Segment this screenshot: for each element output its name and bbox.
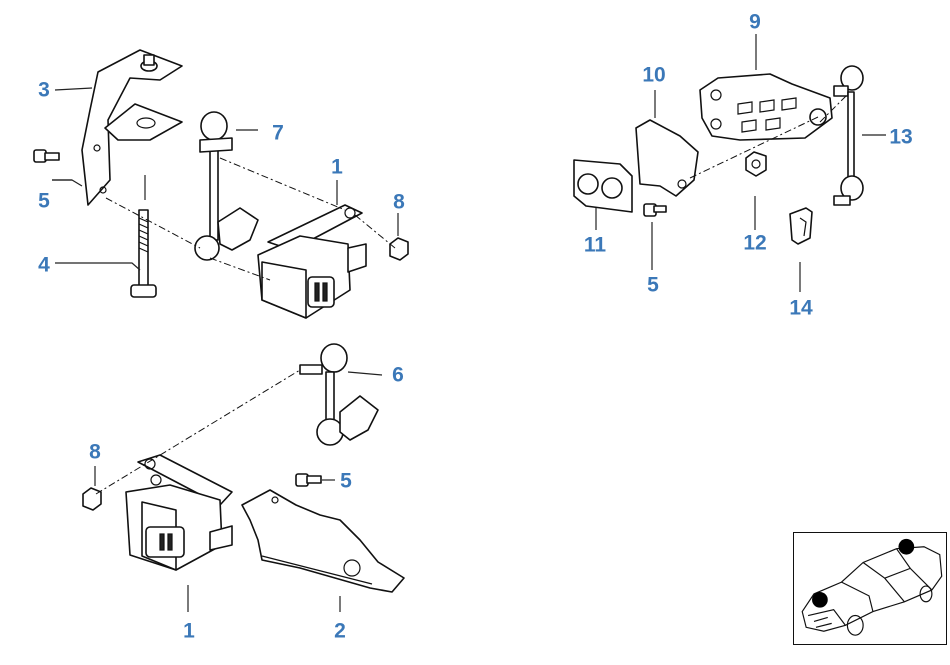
nut-part-12 xyxy=(745,151,767,177)
nut-part-8-top xyxy=(389,237,409,261)
link-part-6 xyxy=(299,343,379,446)
rear-location-marker xyxy=(898,538,915,555)
callout-1-top: 1 xyxy=(331,155,343,179)
link-part-7 xyxy=(194,111,259,261)
screw-part-5-left xyxy=(33,149,60,163)
callout-5-left: 5 xyxy=(38,189,50,213)
callout-1-bottom: 1 xyxy=(183,619,195,643)
assembly-line xyxy=(689,116,819,179)
bracket-part-10 xyxy=(635,119,699,197)
screw-part-5-right xyxy=(643,203,667,217)
vehicle-location-inset xyxy=(793,532,947,645)
callout-12: 12 xyxy=(743,231,767,255)
callout-10: 10 xyxy=(642,63,666,87)
callout-2: 2 xyxy=(334,619,346,643)
pad-part-11 xyxy=(573,159,633,213)
sensor-part-1-bottom xyxy=(125,454,233,571)
link-part-13 xyxy=(833,65,864,206)
callout-7: 7 xyxy=(272,121,284,145)
callout-9: 9 xyxy=(749,10,761,34)
callout-3: 3 xyxy=(38,78,50,102)
assembly-line xyxy=(819,93,849,123)
bracket-part-2 xyxy=(241,489,405,593)
assembly-line xyxy=(219,157,346,211)
bolt-part-4 xyxy=(130,209,157,298)
callout-5-mid: 5 xyxy=(340,469,352,493)
assembly-line xyxy=(95,369,301,495)
bracket-part-3 xyxy=(81,49,183,206)
assembly-line xyxy=(354,214,396,249)
callout-4: 4 xyxy=(38,253,50,277)
nut-part-8-bottom xyxy=(82,487,102,511)
callout-14: 14 xyxy=(789,296,813,320)
car-outline-icon xyxy=(801,538,943,636)
callout-13: 13 xyxy=(889,125,913,149)
callout-11: 11 xyxy=(583,233,607,257)
callout-6: 6 xyxy=(392,363,404,387)
sensor-part-1-top xyxy=(257,204,367,319)
callout-8-top: 8 xyxy=(393,190,405,214)
assembly-line xyxy=(105,197,201,249)
callout-8-bottom: 8 xyxy=(89,440,101,464)
lever-part-9 xyxy=(699,73,833,141)
screw-part-5-bottom xyxy=(295,473,322,487)
leader-lines xyxy=(52,34,886,612)
callout-5-right: 5 xyxy=(647,273,659,297)
clip-part-14 xyxy=(789,207,813,245)
assembly-line xyxy=(209,257,271,281)
front-location-marker xyxy=(812,591,828,608)
